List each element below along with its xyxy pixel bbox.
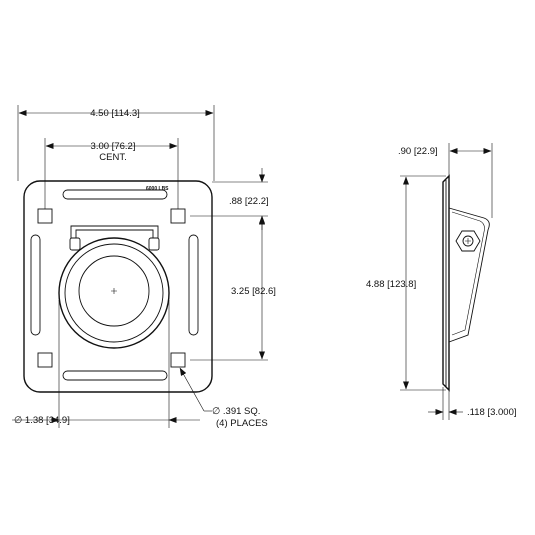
vertical-spacing-label: 3.25 [82.6] <box>231 286 276 297</box>
top-offset-label: .88 [22.2] <box>229 196 269 207</box>
ring-assembly <box>58 225 170 349</box>
center-spacing-label: 3.00 [76.2] <box>91 141 136 152</box>
slot-top <box>62 189 168 200</box>
center-spacing-note: CENT. <box>99 152 126 163</box>
ring-diameter-label: ∅ 1.38 [34.9] <box>14 415 70 426</box>
slot-right <box>188 234 199 336</box>
dimension-vertical-spacing: 3.25 [82.6] <box>190 216 276 361</box>
square-hole-bottom-right <box>170 352 186 368</box>
dimension-center-spacing: 3.00 [76.2] CENT. <box>44 138 179 209</box>
side-housing <box>448 207 490 343</box>
depth-label: .90 [22.9] <box>398 146 438 157</box>
slot-left <box>30 234 41 336</box>
thickness-label: .118 [3.000] <box>467 407 517 418</box>
plate-outline <box>23 180 213 393</box>
square-hole-top-right <box>170 208 186 224</box>
square-hole-bottom-left <box>37 352 53 368</box>
dimension-depth: .90 [22.9] <box>398 143 493 218</box>
dimension-thickness: .118 [3.000] <box>428 387 517 420</box>
dimension-overall-width: 4.50 [114.3] <box>17 105 215 181</box>
rating-label: 6000 LBS <box>146 186 169 192</box>
front-view: 6000 LBS 4.50 [114.3] <box>12 105 276 429</box>
hole-callout-size: ∅ .391 SQ. <box>212 406 260 417</box>
square-hole-top-left <box>37 208 53 224</box>
overall-width-label: 4.50 [114.3] <box>90 108 140 119</box>
recess-circle <box>78 255 150 327</box>
dimension-height: 4.88 [123.8] <box>366 175 446 391</box>
ring-inner <box>64 243 164 343</box>
height-label: 4.88 [123.8] <box>366 279 416 290</box>
hole-callout: ∅ .391 SQ. (4) PLACES <box>179 367 268 429</box>
dimension-top-offset: .88 [22.2] <box>190 168 269 230</box>
side-view: .90 [22.9] 4.88 [123.8] .118 [3.000] <box>366 143 517 420</box>
dimension-ring-diameter: ∅ 1.38 [34.9] <box>12 300 200 428</box>
hole-callout-note: (4) PLACES <box>216 418 268 429</box>
hex-fastener <box>455 230 481 252</box>
ring-outer <box>58 237 170 349</box>
slot-bottom <box>62 370 168 381</box>
